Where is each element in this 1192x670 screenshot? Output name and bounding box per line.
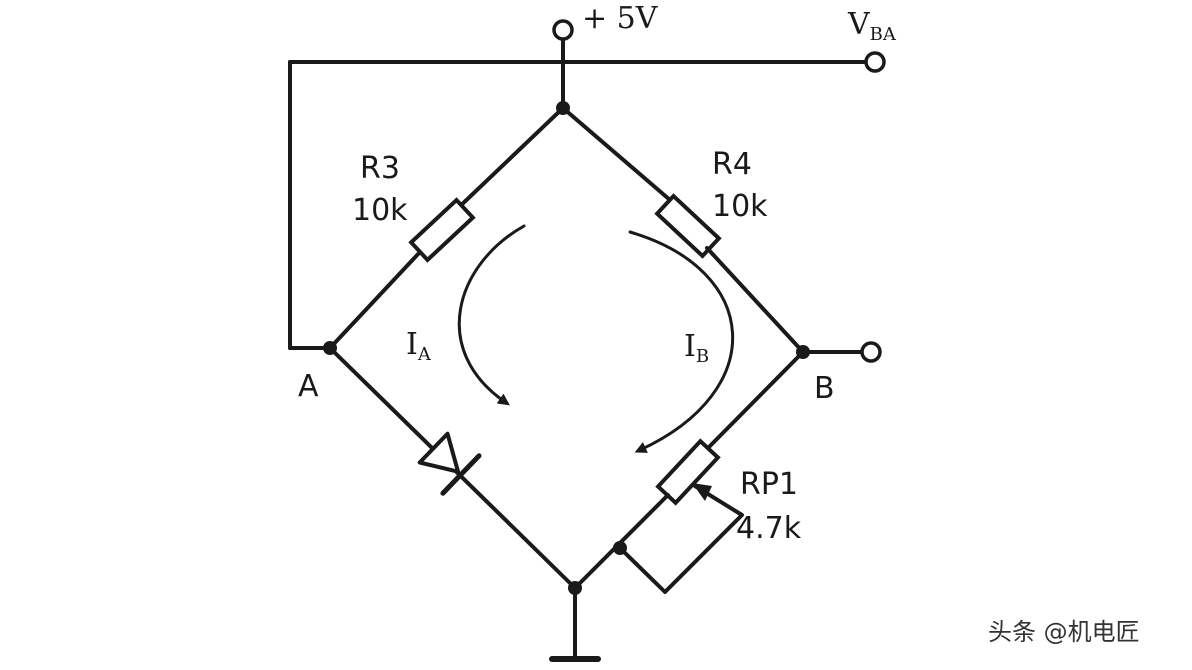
ib-label: IB bbox=[684, 329, 709, 367]
r3-wire-top bbox=[454, 106, 565, 212]
r3-name-label: R3 bbox=[360, 151, 400, 186]
r4-value-label: 10k bbox=[712, 189, 768, 224]
node-a-label: A bbox=[298, 369, 319, 404]
r3-wire-bottom bbox=[328, 250, 422, 350]
ib-current-arrow bbox=[628, 230, 734, 453]
vba-terminal bbox=[864, 51, 886, 73]
node-b-label: B bbox=[814, 371, 835, 406]
rp1-wiper-loop bbox=[618, 484, 744, 594]
r4-wire-bottom bbox=[705, 246, 805, 354]
rp1-wire-top bbox=[706, 350, 805, 450]
b-terminal bbox=[860, 341, 882, 363]
r4-wire-top bbox=[561, 106, 672, 202]
rp1-wiper-arrow bbox=[692, 483, 712, 501]
vba-label: VBA bbox=[847, 7, 897, 45]
watermark: 头条 @机电匠 bbox=[988, 618, 1140, 646]
rp1-value-label: 4.7k bbox=[736, 511, 802, 546]
ia-current-arrow bbox=[457, 224, 526, 406]
supply-label: + 5V bbox=[582, 1, 659, 36]
diode-symbol bbox=[417, 431, 482, 496]
r4-name-label: R4 bbox=[712, 147, 752, 182]
rp1-name-label: RP1 bbox=[740, 467, 798, 502]
r4-resistor bbox=[654, 193, 722, 259]
supply-terminal bbox=[552, 19, 574, 41]
r3-value-label: 10k bbox=[352, 193, 408, 228]
ia-label: IA bbox=[406, 327, 432, 365]
